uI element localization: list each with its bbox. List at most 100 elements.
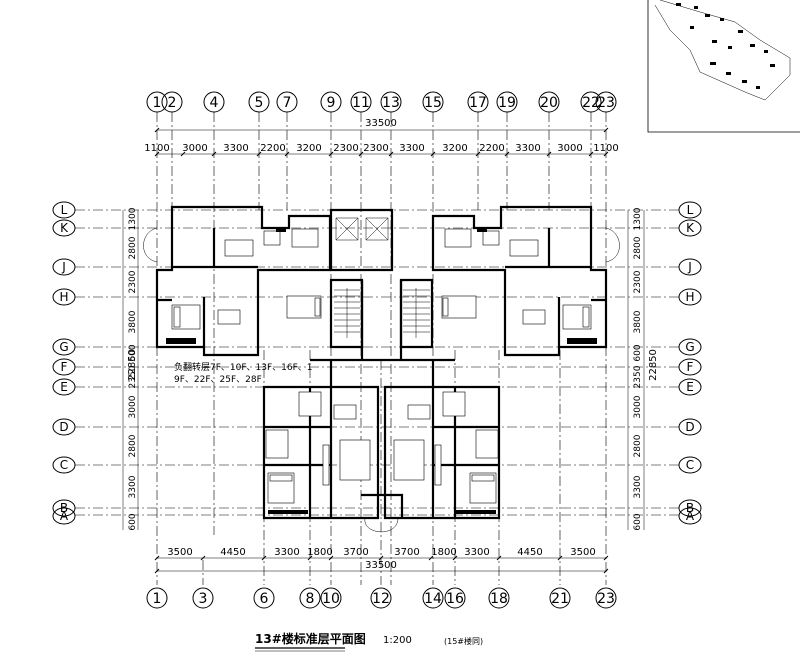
svg-text:3200: 3200	[442, 143, 467, 154]
right-axis-labels: L K J H G F E D C B A	[678, 201, 702, 525]
svg-text:3700: 3700	[343, 547, 368, 558]
axis-bubble: E	[52, 378, 76, 396]
svg-text:10: 10	[322, 591, 340, 607]
svg-text:9F、22F、25F、28F: 9F、22F、25F、28F	[174, 375, 262, 385]
axis-bubble: 8	[299, 587, 321, 609]
svg-text:3500: 3500	[167, 547, 192, 558]
axis-bubble: 12	[370, 587, 392, 609]
bottom-segment-dimensions: 3500 4450 3300 1800 3700 3700 1800 3300 …	[167, 547, 595, 558]
axis-bubble: 3	[192, 587, 214, 609]
svg-text:1800: 1800	[307, 547, 332, 558]
svg-text:2350: 2350	[128, 365, 138, 388]
svg-text:负翻转层7F、10F、13F、16F、1: 负翻转层7F、10F、13F、16F、1	[174, 361, 313, 373]
svg-text:D: D	[685, 420, 694, 434]
svg-text:9: 9	[327, 95, 336, 111]
svg-text:H: H	[685, 290, 694, 304]
furniture	[166, 228, 597, 514]
axis-bubble: H	[678, 288, 702, 306]
svg-text:1100: 1100	[144, 143, 169, 154]
svg-text:3000: 3000	[128, 395, 138, 418]
svg-text:18: 18	[490, 591, 508, 607]
svg-text:13: 13	[382, 95, 400, 111]
svg-text:2200: 2200	[479, 143, 504, 154]
axis-bubble: G	[678, 338, 702, 356]
svg-text:3300: 3300	[515, 143, 540, 154]
svg-text:1300: 1300	[633, 207, 643, 230]
axis-bubble: A	[52, 507, 76, 525]
svg-text:A: A	[686, 509, 695, 523]
axis-bubble: 6	[253, 587, 275, 609]
svg-text:2800: 2800	[633, 236, 643, 259]
axis-bubble: 16	[444, 587, 466, 609]
svg-text:3300: 3300	[399, 143, 424, 154]
svg-text:3800: 3800	[633, 310, 643, 333]
svg-text:17: 17	[469, 95, 487, 111]
svg-text:600: 600	[633, 344, 643, 361]
axis-bubble: J	[678, 258, 702, 276]
svg-text:E: E	[686, 380, 694, 394]
svg-text:2300: 2300	[633, 270, 643, 293]
svg-text:L: L	[687, 203, 694, 217]
svg-text:4450: 4450	[517, 547, 542, 558]
svg-text:K: K	[686, 221, 695, 235]
svg-text:19: 19	[498, 95, 516, 111]
axis-bubble: 2	[161, 91, 183, 113]
svg-text:6: 6	[260, 591, 269, 607]
svg-text:4: 4	[210, 95, 219, 111]
left-axis-labels: L K J H G F E D C B A	[52, 201, 76, 525]
axis-bubble: D	[678, 418, 702, 436]
vertical-grid-lines	[156, 112, 607, 585]
svg-text:15: 15	[424, 95, 442, 111]
svg-text:2200: 2200	[260, 143, 285, 154]
right-segment-dimensions: 1300 2800 2300 3800 600 2350 3000 2800 3…	[633, 207, 643, 530]
left-segment-dimensions: 1300 2800 2300 3800 600 2350 3000 2800 3…	[128, 207, 138, 530]
axis-bubble: K	[678, 219, 702, 237]
svg-text:23: 23	[597, 591, 615, 607]
bottom-axis-labels: 1 3 6 8 10 12 14 16 18 21 23	[146, 587, 617, 609]
floor-note: 负翻转层7F、10F、13F、16F、1 9F、22F、25F、28F	[174, 361, 313, 385]
svg-text:D: D	[59, 420, 68, 434]
axis-bubble: 13	[380, 91, 402, 113]
axis-bubble: 11	[350, 91, 372, 113]
svg-text:1100: 1100	[593, 143, 618, 154]
svg-text:3: 3	[199, 591, 208, 607]
dimension-lines	[122, 127, 645, 574]
svg-text:H: H	[59, 290, 68, 304]
overall-dim-right: 22850	[648, 349, 659, 381]
key-plan-inset	[647, 0, 800, 133]
axis-bubble: H	[52, 288, 76, 306]
svg-text:C: C	[60, 458, 68, 472]
svg-text:3300: 3300	[633, 475, 643, 498]
overall-dimensions: 33500 33500 22850 22850	[127, 118, 659, 571]
axis-bubble: L	[52, 201, 76, 219]
svg-text:600: 600	[128, 513, 138, 530]
svg-text:8: 8	[306, 591, 315, 607]
svg-text:F: F	[687, 360, 694, 374]
svg-text:16: 16	[446, 591, 464, 607]
axis-bubble: 22	[580, 91, 602, 113]
axis-bubble: 21	[549, 587, 571, 609]
axis-bubble: 20	[538, 91, 560, 113]
svg-text:F: F	[61, 360, 68, 374]
building-walls	[155, 205, 608, 520]
svg-text:11: 11	[352, 95, 370, 111]
axis-bubble: 17	[467, 91, 489, 113]
axis-bubble: 19	[496, 91, 518, 113]
svg-text:G: G	[685, 340, 694, 354]
top-axis-labels: 1 2 4 5 7 9 11 13 15 17 19 20 22 23	[146, 91, 617, 113]
svg-text:3300: 3300	[274, 547, 299, 558]
axis-bubble: 4	[203, 91, 225, 113]
axis-bubble: 1	[146, 587, 168, 609]
svg-text:1: 1	[153, 591, 162, 607]
axis-bubble: 9	[320, 91, 342, 113]
axis-bubble: F	[52, 358, 76, 376]
svg-text:3500: 3500	[570, 547, 595, 558]
svg-text:A: A	[60, 509, 69, 523]
top-segment-dimensions: 1100 3000 3300 2200 3200 2300 2300 3300 …	[144, 143, 618, 154]
svg-text:12: 12	[372, 591, 390, 607]
svg-text:C: C	[686, 458, 694, 472]
axis-bubble: 23	[595, 587, 617, 609]
stairs	[334, 217, 430, 338]
axis-bubble: G	[52, 338, 76, 356]
